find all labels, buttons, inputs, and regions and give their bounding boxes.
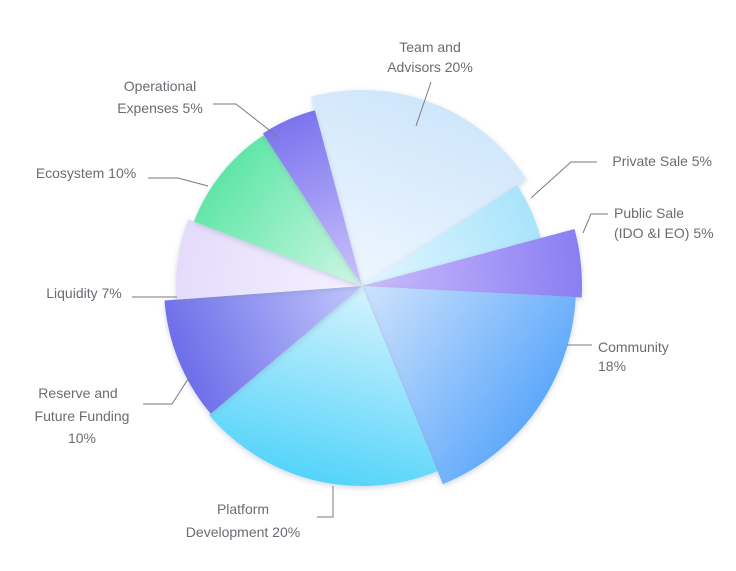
label-platform-development-line-2: Development 20% (186, 524, 300, 540)
leader-line-private-sale (530, 161, 597, 199)
leader-line-ecosystem (148, 177, 209, 187)
slice-liquidity (176, 219, 362, 300)
label-platform-development-line-1: Platform (217, 501, 269, 517)
label-community-line-2: 18% (598, 358, 626, 374)
label-public-sale-ido-i-eo-line-2: (IDO &I EO) 5% (614, 225, 714, 241)
label-community-line-1: Community (598, 339, 669, 355)
label-liquidity-line-1: Liquidity 7% (46, 285, 122, 301)
leader-line-public-sale-ido-i-eo (582, 213, 608, 234)
slice-reserve-and-future-funding (164, 286, 362, 414)
leader-line-operational-expenses (213, 103, 279, 138)
label-private-sale-line-1: Private Sale 5% (612, 153, 712, 169)
label-reserve-and-future-funding-line-2: Future Funding (35, 408, 130, 424)
slice-operational-expenses (262, 110, 362, 286)
slice-community (362, 286, 576, 485)
label-team-and-advisors-line-1: Team and (399, 39, 460, 55)
slice-platform-development (209, 286, 438, 486)
label-reserve-and-future-funding-line-3: 10% (68, 430, 96, 446)
slice-public-sale-ido-i-eo (362, 229, 582, 298)
slice-ecosystem (193, 135, 362, 286)
label-team-and-advisors-line-2: Advisors 20% (387, 59, 473, 75)
leader-lines (132, 81, 608, 518)
leader-line-reserve-and-future-funding (143, 375, 191, 405)
label-operational-expenses-line-2: Expenses 5% (117, 100, 203, 116)
pie-slices (164, 90, 582, 486)
slice-private-sale (362, 185, 541, 286)
label-reserve-and-future-funding-line-1: Reserve and (38, 385, 117, 401)
slice-team-and-advisors (311, 90, 527, 286)
label-public-sale-ido-i-eo-line-1: Public Sale (614, 205, 684, 221)
label-operational-expenses-line-1: Operational (124, 78, 196, 94)
leader-line-platform-development (317, 486, 334, 518)
label-ecosystem-line-1: Ecosystem 10% (36, 165, 136, 181)
leader-line-team-and-advisors (415, 81, 432, 127)
